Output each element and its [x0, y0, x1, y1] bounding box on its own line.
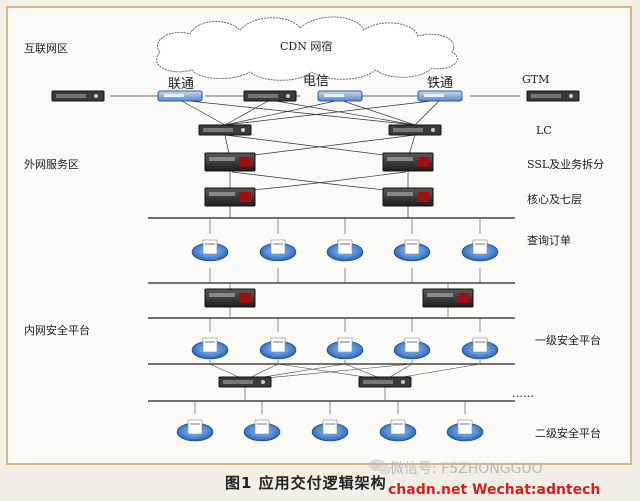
telecom-router	[317, 90, 363, 102]
query-label: 查询订单	[527, 234, 571, 247]
wechat-watermark: 微信号: F5ZHONGGUO	[390, 461, 543, 477]
server-icon	[461, 337, 499, 360]
core-label: 核心及七层	[527, 193, 582, 206]
firewall-rack	[422, 288, 474, 308]
ellipsis-label: ……	[512, 387, 534, 400]
ssl-label: SSL及业务拆分	[527, 158, 605, 171]
firewall-rack	[204, 288, 256, 308]
server-icon	[259, 337, 297, 360]
zone-internal-label: 内网安全平台	[24, 324, 90, 337]
wechat-icon	[369, 459, 391, 475]
mobile-router	[417, 90, 463, 102]
server-icon	[176, 419, 214, 442]
server-icon	[393, 239, 431, 262]
lc-device	[388, 124, 442, 136]
unicom-router	[157, 90, 203, 102]
switch-device	[218, 376, 272, 388]
lc-device	[198, 124, 252, 136]
core-rack	[382, 187, 434, 207]
cdn-cloud	[156, 16, 458, 81]
ssl-rack	[382, 152, 434, 172]
carrier-unicom-label: 联通	[168, 77, 195, 92]
zone-internet-label: 互联网区	[24, 42, 68, 55]
site-watermark: chadn.net Wechat:adntech	[388, 482, 601, 498]
gtm-label: GTM	[522, 73, 550, 86]
server-icon	[191, 239, 229, 262]
server-icon	[259, 239, 297, 262]
server-icon	[326, 239, 364, 262]
ssl-rack	[204, 152, 256, 172]
server-icon	[191, 337, 229, 360]
server-icon	[461, 239, 499, 262]
figure-caption: 图1 应用交付逻辑架构	[225, 474, 387, 492]
server-icon	[393, 337, 431, 360]
server-icon	[311, 419, 349, 442]
level1-label: 一级安全平台	[535, 334, 601, 347]
server-icon	[243, 419, 281, 442]
diagram-frame	[6, 6, 632, 465]
carrier-telecom-label: 电信	[303, 74, 330, 89]
core-rack	[204, 187, 256, 207]
cloud-label: CDN 网宿	[280, 40, 333, 53]
server-icon	[379, 419, 417, 442]
server-icon	[446, 419, 484, 442]
router-device	[243, 90, 297, 102]
gtm-device	[526, 90, 580, 102]
router-device	[51, 90, 105, 102]
lc-label: LC	[536, 124, 552, 137]
carrier-mobile-label: 铁通	[427, 76, 454, 91]
server-icon	[326, 337, 364, 360]
zone-external-label: 外网服务区	[24, 158, 79, 171]
level2-label: 二级安全平台	[535, 427, 601, 440]
switch-device	[358, 376, 412, 388]
